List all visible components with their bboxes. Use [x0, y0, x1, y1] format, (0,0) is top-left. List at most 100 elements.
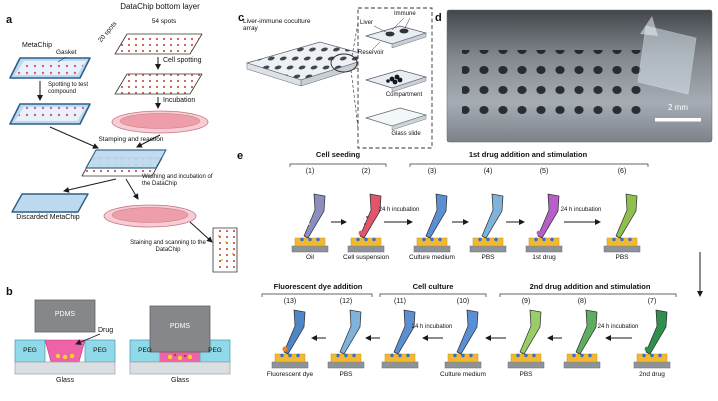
caption-first-drug: 1st drug — [532, 254, 556, 261]
pipette-culture-medium — [425, 193, 448, 239]
substrate — [603, 237, 641, 253]
step-number-11: (11) — [394, 298, 406, 305]
stamping-label: Stamping and reaction — [98, 136, 164, 143]
header-cell-seeding: Cell seeding — [315, 150, 361, 159]
incubation-label-3: 24 h incubation — [597, 324, 639, 330]
panel-b-art — [14, 299, 231, 375]
metachip-label: MetaChip — [22, 42, 52, 49]
substrate — [291, 237, 329, 253]
petri-dish-2 — [103, 204, 197, 228]
arrow-staining — [189, 221, 213, 243]
pipette-incubated-2 — [575, 309, 598, 355]
caption-second-drug: 2nd drug — [639, 371, 665, 378]
coculture-title: Liver-immune coculture array — [243, 18, 311, 33]
substrate — [507, 353, 545, 369]
inset-layer-compartment — [364, 69, 428, 93]
droplet-first-drug — [536, 230, 542, 236]
droplet-dye — [282, 346, 288, 352]
header-cell-culture: Cell culture — [412, 282, 454, 291]
scanned-datachip — [212, 227, 238, 273]
inset-layer-glass — [364, 107, 428, 131]
caption-pbs-1: PBS — [481, 254, 495, 261]
immune-label: Immune — [394, 11, 416, 17]
pdms-label-right: PDMS — [169, 323, 191, 330]
glass-label-right: Glass — [171, 377, 189, 384]
transparent-chip — [637, 25, 697, 95]
substrate — [381, 353, 419, 369]
pipette-pbs-4 — [519, 309, 542, 355]
bracket-cell-seeding — [289, 163, 387, 167]
step-number-10: (10) — [456, 298, 470, 305]
caption-culture-medium: Culture medium — [409, 254, 455, 261]
step-number-2: (2) — [361, 168, 371, 175]
step-number-6: (6) — [617, 168, 627, 175]
chip-corner — [640, 16, 658, 36]
substrate — [347, 237, 385, 253]
substrate — [327, 353, 365, 369]
peg-label-4: PEG — [208, 347, 222, 354]
substrate — [525, 237, 563, 253]
scale-bar-line — [655, 118, 701, 122]
panel-a-art — [9, 33, 238, 273]
step-number-5: (5) — [539, 168, 549, 175]
bracket-second-drug — [499, 293, 677, 297]
caption-cell-suspension: Cell suspension — [343, 254, 389, 261]
pipette-second-drug — [645, 309, 668, 355]
caption-pbs-4: PBS — [519, 371, 533, 378]
header-fluorescent: Fluorescent dye addition — [273, 282, 363, 291]
panel-label-c: c — [238, 12, 245, 24]
magnifier-circle — [330, 53, 358, 73]
substrate — [469, 237, 507, 253]
step-number-8: (8) — [577, 298, 587, 305]
incubation-label-2: 24 h incubation — [560, 207, 602, 213]
glass-label-left: Glass — [56, 377, 74, 384]
pipette-oil — [303, 193, 326, 239]
petri-dish-1 — [111, 110, 209, 134]
bracket-fluorescent — [261, 293, 373, 297]
gasket-label: Gasket — [56, 49, 77, 56]
arrow-to-discarded — [63, 178, 117, 193]
step-number-7: (7) — [647, 298, 657, 305]
pipette-pbs-2 — [615, 193, 638, 239]
incubation-label-4: 24 h incubation — [411, 324, 453, 330]
pdms-block-left — [34, 299, 96, 333]
pipette-fluorescent-dye — [283, 309, 306, 355]
peg-label-2: PEG — [93, 347, 107, 354]
pipette-incubated-1 — [393, 309, 416, 355]
cell-spotting-label: Cell spotting — [163, 57, 202, 64]
pipette-culture-medium-2 — [456, 309, 479, 355]
header-first-drug: 1st drug addition and stimulation — [468, 150, 588, 159]
spotting-compound-label: Spotting to test compound — [48, 82, 89, 95]
substrate — [413, 237, 451, 253]
caption-pbs-3: PBS — [339, 371, 353, 378]
glass-right — [129, 361, 231, 375]
panel-label-a: a — [6, 14, 13, 26]
datachip-top — [114, 33, 203, 55]
inset-layer-top — [364, 17, 428, 51]
step-number-9: (9) — [521, 298, 531, 305]
discarded-label: Discarded MetaChip — [16, 214, 80, 221]
reservoir-label: Reservoir — [358, 50, 384, 56]
step-number-1: (1) — [305, 168, 315, 175]
step-number-12: (12) — [339, 298, 353, 305]
incubation-label-1: 24 h incubation — [378, 207, 420, 213]
caption-culture-medium-2: Culture medium — [440, 371, 486, 378]
bracket-first-drug — [409, 163, 649, 167]
pdms-block-right — [149, 305, 211, 353]
pipette-cell-suspension — [359, 193, 382, 239]
substrate — [633, 353, 671, 369]
datachip-title: DataChip bottom layer — [120, 2, 200, 11]
compartment-label: Compartment — [385, 92, 423, 98]
panel-d-art — [446, 9, 713, 143]
spot-array — [462, 50, 648, 114]
coculture-array-chip — [245, 41, 376, 87]
pipette-pbs-3 — [339, 309, 362, 355]
header-second-drug: 2nd drug addition and stimulation — [529, 282, 651, 291]
step-number-13: (13) — [283, 298, 297, 305]
metachip-gasket — [9, 56, 91, 79]
pdms-label-left: PDMS — [54, 311, 76, 318]
arrow-converge-left — [49, 126, 99, 149]
step-number-4: (4) — [483, 168, 493, 175]
scale-bar-label: 2 mm — [668, 103, 688, 112]
